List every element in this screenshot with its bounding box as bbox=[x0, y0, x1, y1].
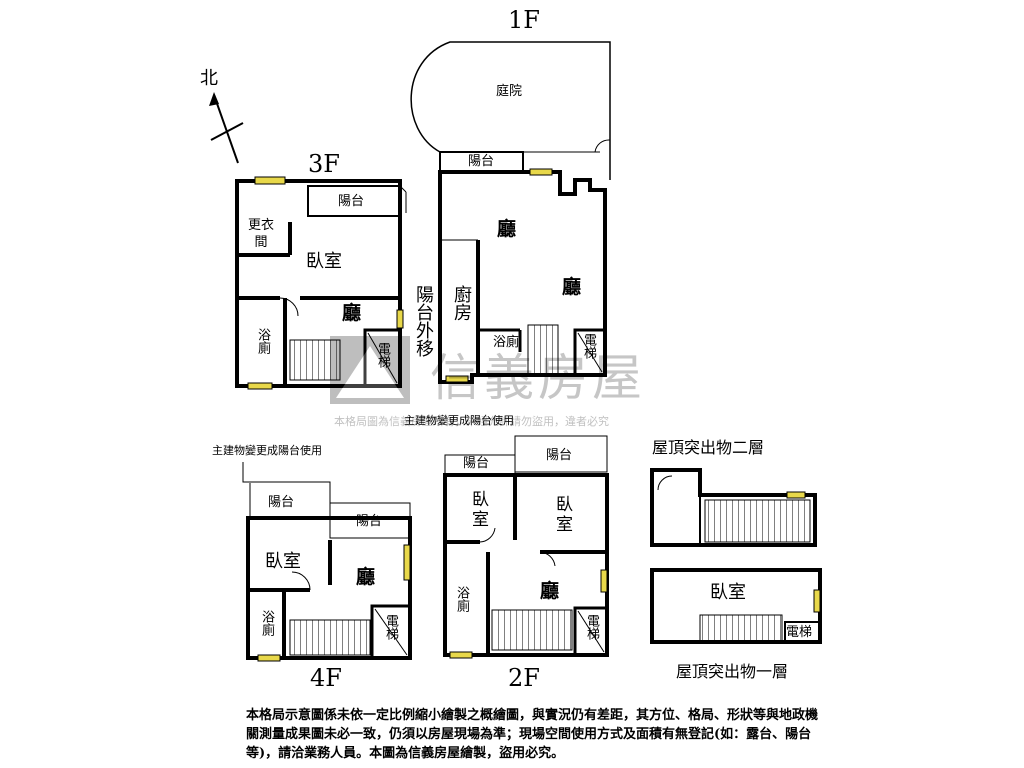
room-bedroom: 臥室 bbox=[710, 582, 746, 603]
room-bedroom: 臥室 bbox=[472, 490, 489, 530]
room-elevator: 電梯 bbox=[383, 614, 398, 640]
room-elevator: 電梯 bbox=[584, 614, 599, 640]
room-living: 廳 bbox=[342, 302, 362, 324]
room-bedroom: 臥室 bbox=[556, 495, 573, 535]
plan-4f bbox=[242, 462, 412, 662]
room-bedroom: 臥室 bbox=[265, 551, 301, 572]
room-balcony: 陽台 bbox=[356, 514, 383, 529]
floor-label-3f: 3F bbox=[308, 150, 340, 178]
floor-label-roof-1: 屋頂突出物一層 bbox=[676, 662, 789, 681]
plan-2f bbox=[443, 435, 609, 659]
room-elevator: 電梯 bbox=[581, 333, 596, 359]
room-balcony: 陽台 bbox=[468, 154, 495, 169]
room-elevator: 電梯 bbox=[786, 625, 813, 640]
plan-roof-1 bbox=[650, 568, 822, 644]
plan-1f bbox=[410, 41, 611, 384]
plan-3f bbox=[235, 176, 407, 390]
room-balcony: 陽台 bbox=[546, 448, 573, 463]
room-living: 廳 bbox=[540, 580, 560, 602]
annotation-note: 主建物變更成陽台使用 bbox=[212, 444, 322, 457]
floor-label-4f: 4F bbox=[310, 664, 342, 692]
room-bath: 浴廁 bbox=[259, 610, 274, 636]
balcony-relocated-note: 陽台外移 bbox=[413, 285, 434, 357]
floor-label-2f: 2F bbox=[508, 664, 540, 692]
room-bedroom: 臥室 bbox=[306, 251, 342, 272]
floor-label-roof-2: 屋頂突出物二層 bbox=[652, 438, 765, 457]
room-balcony: 陽台 bbox=[463, 456, 490, 471]
room-balcony: 陽台 bbox=[268, 495, 295, 510]
brand-logo-watermark bbox=[330, 336, 410, 404]
room-kitchen: 廚房 bbox=[451, 285, 472, 321]
room-living: 廳 bbox=[356, 566, 376, 588]
room-balcony: 陽台 bbox=[338, 194, 365, 209]
room-closet: 更衣間 bbox=[247, 218, 274, 250]
room-bath: 浴廁 bbox=[454, 586, 469, 612]
room-living: 廳 bbox=[562, 276, 582, 298]
room-courtyard: 庭院 bbox=[496, 84, 523, 99]
disclaimer-text: 本格局示意圖係未依一定比例縮小繪製之概繪圖，與實況仍有差距，其方位、格局、形狀等… bbox=[246, 708, 819, 761]
compass bbox=[209, 92, 244, 164]
room-elevator: 電梯 bbox=[375, 342, 390, 368]
plan-roof-2 bbox=[650, 468, 817, 547]
annotation-note: 主建物變更成陽台使用 bbox=[404, 414, 514, 427]
floor-label-1f: 1F bbox=[508, 6, 540, 34]
copyright-watermark: 本格局圖為信義房屋所有，未經允許請勿盜用，違者必究 bbox=[334, 415, 609, 428]
room-bath: 浴廁 bbox=[255, 328, 270, 354]
compass-north-label: 北 bbox=[200, 68, 218, 89]
room-bath: 浴廁 bbox=[493, 335, 520, 350]
room-living: 廳 bbox=[497, 218, 517, 240]
brand-watermark: 信義房屋 bbox=[430, 349, 646, 407]
